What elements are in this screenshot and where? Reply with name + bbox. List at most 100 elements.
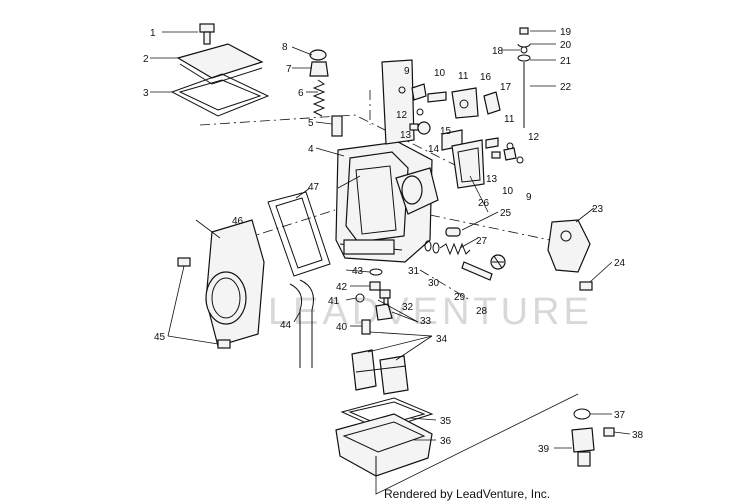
part-24-cover-screw <box>579 281 593 291</box>
callout-7: 7 <box>286 64 292 75</box>
part-28-adjuster-knob <box>490 254 506 270</box>
part-23-cable-cover <box>547 219 591 273</box>
part-34-float <box>351 349 409 395</box>
part-39-drain-fitting <box>571 427 595 467</box>
callout-5: 5 <box>308 118 314 129</box>
part-18-retainer <box>520 46 528 54</box>
callout-35: 35 <box>440 416 452 427</box>
callout-15: 15 <box>440 126 452 137</box>
part-13-screw-upper <box>409 123 419 131</box>
footer-credit: Rendered by LeadVenture, Inc. <box>384 487 550 501</box>
callout-13-upper: 13 <box>400 130 412 141</box>
callout-2: 2 <box>143 54 149 65</box>
part-43-main-jet <box>369 268 383 276</box>
part-38-bolt <box>603 427 615 437</box>
callout-26: 26 <box>478 198 490 209</box>
callout-44: 44 <box>280 320 292 331</box>
callout-3: 3 <box>143 88 149 99</box>
part-7-bushing <box>309 61 329 77</box>
part-14-pulley <box>417 121 431 135</box>
part-42-needle-jet <box>369 281 381 291</box>
callout-39: 39 <box>538 444 550 455</box>
part-8-cap <box>309 49 327 61</box>
part-29-pilot-screw <box>461 261 493 281</box>
part-36-float-bowl <box>335 413 433 477</box>
callout-47: 47 <box>308 182 320 193</box>
callout-6: 6 <box>298 88 304 99</box>
callout-46: 46 <box>232 216 244 227</box>
leader-lines <box>150 30 631 495</box>
part-31-washer <box>424 240 432 252</box>
callout-29: 29 <box>454 292 466 303</box>
callout-22: 22 <box>560 82 572 93</box>
callout-27: 27 <box>476 236 488 247</box>
callout-11-lower: 11 <box>504 114 515 125</box>
watermark: LEADVENTURE <box>268 291 593 333</box>
callout-numbers: 1 2 3 4 5 6 7 8 9 10 11 12 13 14 15 16 1… <box>143 27 644 455</box>
callout-11-upper: 11 <box>458 71 469 82</box>
callout-41: 41 <box>328 296 340 307</box>
callout-9-lower: 9 <box>526 192 532 203</box>
callout-42: 42 <box>336 282 348 293</box>
callout-33: 33 <box>420 316 432 327</box>
part-45-screw-lower <box>217 339 231 349</box>
callout-40: 40 <box>336 322 348 333</box>
callout-12-upper: 12 <box>396 110 408 121</box>
part-21-washer <box>517 54 531 62</box>
callout-28: 28 <box>476 306 488 317</box>
part-2-top-cover <box>176 43 264 85</box>
part-10-plate-lower <box>503 147 517 161</box>
part-11-link-upper <box>427 91 447 103</box>
callout-9-upper: 9 <box>404 66 410 77</box>
callout-10-lower: 10 <box>502 186 514 197</box>
part-1-cover-screw <box>199 23 215 45</box>
callout-8: 8 <box>282 42 288 53</box>
callout-12-lower: 12 <box>528 132 540 143</box>
callout-19: 19 <box>560 27 572 38</box>
callout-20: 20 <box>560 40 572 51</box>
part-4-carburetor-body <box>335 59 439 263</box>
part-16-throttle-lever <box>451 87 479 119</box>
part-45-screw-upper <box>177 257 191 267</box>
callout-17: 17 <box>500 82 512 93</box>
part-37-o-ring <box>573 408 591 420</box>
part-26-side-cover <box>451 139 485 189</box>
part-10-plate-upper <box>411 83 427 101</box>
callout-1: 1 <box>150 28 156 39</box>
part-13-screw-lower <box>491 151 501 159</box>
part-33-valve-seat <box>375 303 393 321</box>
callout-36: 36 <box>440 436 452 447</box>
callout-13-lower: 13 <box>486 174 498 185</box>
callout-21: 21 <box>560 56 572 67</box>
part-47-body-gasket <box>267 191 331 277</box>
part-9-clip-lower <box>516 156 524 164</box>
callout-16: 16 <box>480 72 492 83</box>
part-46-intake-cover <box>205 219 265 347</box>
callout-25: 25 <box>500 208 512 219</box>
part-12-washer-upper <box>416 108 424 116</box>
callout-43: 43 <box>352 266 364 277</box>
part-27-spring <box>439 242 471 256</box>
callout-14: 14 <box>428 144 440 155</box>
callout-10-upper: 10 <box>434 68 446 79</box>
callout-37: 37 <box>614 410 626 421</box>
callout-4: 4 <box>308 144 314 155</box>
callout-38: 38 <box>632 430 644 441</box>
part-9-clip-upper <box>398 86 406 94</box>
part-6-spring <box>312 79 326 117</box>
part-30-o-ring <box>432 242 440 254</box>
callout-32: 32 <box>402 302 414 313</box>
part-5-adjust-screw <box>331 115 343 137</box>
part-17-bushing <box>483 91 501 115</box>
part-3-cover-gasket <box>170 73 270 117</box>
part-25-plug <box>445 227 461 237</box>
part-11-link-lower <box>485 137 499 149</box>
part-40-needle-valve <box>361 319 371 335</box>
callout-31: 31 <box>408 266 420 277</box>
callout-45: 45 <box>154 332 166 343</box>
part-44-vent-hose <box>289 279 314 368</box>
callout-18: 18 <box>492 46 504 57</box>
callout-24: 24 <box>614 258 626 269</box>
part-19-needle-clip-screw <box>519 27 529 35</box>
